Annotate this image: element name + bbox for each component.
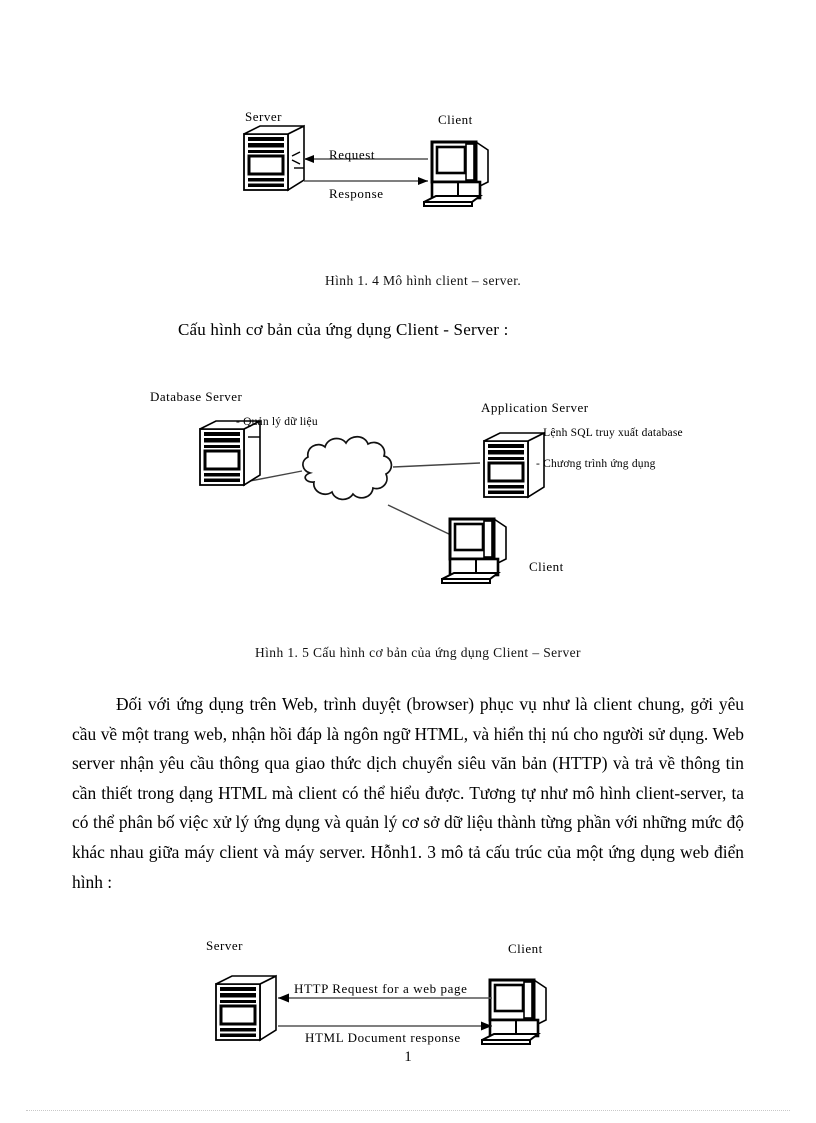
response-arrow — [304, 177, 428, 185]
html-response-arrow — [278, 1021, 492, 1031]
figure-web-response-label: HTML Document response — [305, 1030, 461, 1045]
figure-1-5-caption: Hình 1. 5 Cấu hình cơ bản của ứng dụng C… — [255, 645, 581, 660]
network-cloud-icon — [302, 435, 393, 501]
application-server-icon — [483, 431, 545, 499]
application-server-label: Application Server — [481, 400, 589, 415]
database-server-label: Database Server — [150, 389, 243, 404]
page-number: 1 — [404, 1049, 412, 1065]
figure-1-4-request-label: Request — [329, 147, 376, 162]
database-server-icon — [199, 419, 261, 487]
figure-web-server-label: Server — [206, 938, 243, 953]
server-tower-icon — [215, 974, 277, 1042]
figure-1-4-graphic — [243, 124, 489, 207]
figure-1-4-response-label: Response — [329, 186, 384, 201]
server-tower-icon — [243, 124, 305, 192]
section-heading: Cấu hình cơ bản của ứng dụng Client - Se… — [178, 320, 509, 339]
footer-divider — [26, 1110, 790, 1112]
figure-basic-config-graphic — [150, 395, 570, 615]
figure-1-4-server-label: Server — [245, 109, 282, 124]
body-paragraph: Đối với ứng dụng trên Web, trình duyệt (… — [72, 694, 744, 892]
application-server-note-1: - Lệnh SQL truy xuất database — [536, 427, 683, 439]
figure-client-server-model — [232, 100, 522, 220]
client-computer-icon — [423, 140, 489, 207]
client-computer-icon — [441, 517, 507, 584]
figure-web-client-label: Client — [508, 941, 543, 956]
figure-web-request-response — [200, 952, 560, 1062]
figure-1-4-caption: Hình 1. 4 Mô hình client – server. — [325, 273, 522, 288]
figure-1-5-client-label: Client — [529, 559, 564, 574]
http-request-arrow — [278, 993, 492, 1003]
figure-1-5-graphic — [199, 419, 545, 584]
client-computer-icon — [481, 978, 547, 1045]
figure-web-graphic — [215, 974, 547, 1045]
figure-1-4-client-label: Client — [438, 112, 473, 127]
figure-web-request-label: HTTP Request for a web page — [294, 981, 468, 996]
request-arrow — [304, 155, 428, 163]
application-server-note-2: - Chương trình ứng dụng — [536, 458, 656, 470]
database-server-note: - Quản lý dữ liệu — [236, 416, 318, 428]
